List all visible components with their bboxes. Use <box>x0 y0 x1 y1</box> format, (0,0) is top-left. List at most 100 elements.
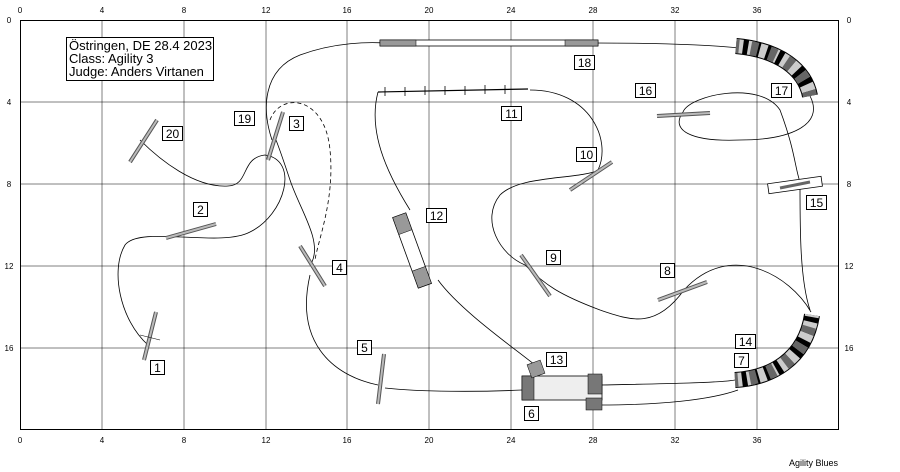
y-tick-right: 8 <box>847 180 852 189</box>
path-segment <box>529 89 603 171</box>
label-12: 12 <box>430 209 444 223</box>
top-axis: 0 4 8 12 16 20 24 28 32 36 <box>18 6 762 15</box>
label-20: 20 <box>166 127 180 141</box>
obstacle-jump-1 <box>139 311 161 361</box>
dog-path <box>117 42 814 406</box>
label-18: 18 <box>578 56 592 70</box>
obstacle-tunnel-6 <box>521 359 603 411</box>
y-tick-left: 4 <box>7 98 12 107</box>
obstacle-tunnel-7 <box>734 313 820 388</box>
label-box-13: 13 <box>546 352 567 367</box>
label-19: 19 <box>238 112 252 126</box>
path-segment <box>524 264 685 320</box>
label-box-2: 2 <box>193 202 208 217</box>
judge-line: Judge: Anders Virtanen <box>69 64 204 79</box>
y-tick-left: 16 <box>5 344 14 353</box>
x-tick-bottom: 36 <box>753 436 762 445</box>
left-axis: 0 4 8 12 16 <box>5 16 14 353</box>
x-tick-bottom: 16 <box>343 436 352 445</box>
label-1: 1 <box>154 361 161 375</box>
x-tick-bottom: 0 <box>18 436 23 445</box>
location-date: Östringen, DE 28.4 2023 <box>69 38 212 53</box>
path-segment <box>117 139 286 346</box>
y-tick-right: 12 <box>845 262 854 271</box>
label-box-5: 5 <box>357 340 372 355</box>
label-14: 14 <box>739 335 753 349</box>
x-tick-top: 0 <box>18 6 23 15</box>
x-tick-bottom: 24 <box>507 436 516 445</box>
label-8: 8 <box>664 264 671 278</box>
bottom-axis: 0 4 8 12 16 20 24 28 32 36 <box>18 436 762 445</box>
label-3: 3 <box>293 117 300 131</box>
path-segment <box>678 95 814 141</box>
obstacle-jump-10 <box>568 160 614 192</box>
right-axis: 0 4 8 12 16 <box>845 16 854 353</box>
obstacle-dogwalk-18 <box>379 39 599 47</box>
label-10: 10 <box>580 148 594 162</box>
path-dashed <box>269 102 332 261</box>
label-box-20: 20 <box>162 126 183 141</box>
path-segment <box>384 387 523 392</box>
x-tick-top: 4 <box>100 6 105 15</box>
obstacle-seesaw-12 <box>392 212 432 289</box>
path-segment <box>683 264 812 313</box>
x-tick-bottom: 12 <box>262 436 271 445</box>
label-box-14: 14 <box>735 334 756 349</box>
obstacle-jump-16 <box>656 111 711 118</box>
path-segment <box>682 92 801 183</box>
label-13: 13 <box>550 353 564 367</box>
label-4: 4 <box>336 261 343 275</box>
path-segment <box>491 169 601 266</box>
obstacle-jump-2 <box>165 222 217 240</box>
y-tick-right: 0 <box>847 16 852 25</box>
path-segment <box>594 42 741 49</box>
label-6: 6 <box>528 407 535 421</box>
label-2: 2 <box>197 203 204 217</box>
x-tick-bottom: 28 <box>589 436 598 445</box>
y-tick-right: 16 <box>845 344 854 353</box>
label-box-12: 12 <box>426 208 447 223</box>
path-segment <box>275 139 315 263</box>
path-segment <box>437 279 536 366</box>
x-tick-top: 28 <box>589 6 598 15</box>
label-box-15: 15 <box>806 195 827 210</box>
x-tick-bottom: 20 <box>425 436 434 445</box>
y-tick-right: 4 <box>847 98 852 107</box>
path-segment <box>599 389 739 406</box>
label-box-8: 8 <box>660 263 675 278</box>
label-box-18: 18 <box>574 55 595 70</box>
path-segment <box>799 185 811 311</box>
x-tick-bottom: 8 <box>182 436 187 445</box>
path-segment <box>266 42 386 141</box>
y-tick-left: 0 <box>7 16 12 25</box>
obstacle-tunnel-17 <box>735 38 818 98</box>
obstacle-jump-9 <box>519 253 552 298</box>
obstacle-jump-20 <box>128 118 159 164</box>
label-box-10: 10 <box>576 147 597 162</box>
x-tick-top: 16 <box>343 6 352 15</box>
course-info-box: Östringen, DE 28.4 2023 Class: Agility 3… <box>66 37 214 81</box>
x-tick-bottom: 32 <box>671 436 680 445</box>
credit-text: Agility Blues <box>789 458 839 468</box>
path-segment <box>306 274 379 386</box>
label-box-4: 4 <box>332 260 347 275</box>
label-11: 11 <box>505 107 518 121</box>
label-9: 9 <box>550 251 557 265</box>
class-line: Class: Agility 3 <box>69 51 154 66</box>
label-box-7: 7 <box>734 353 749 368</box>
label-box-19: 19 <box>234 111 255 126</box>
label-5: 5 <box>361 341 368 355</box>
label-box-16: 16 <box>635 83 656 98</box>
obstacle-jump-4 <box>298 244 327 288</box>
x-tick-top: 12 <box>262 6 271 15</box>
course-frame <box>20 20 839 430</box>
label-box-3: 3 <box>289 116 304 131</box>
label-box-1: 1 <box>150 360 165 375</box>
x-tick-top: 8 <box>182 6 187 15</box>
x-tick-bottom: 4 <box>100 436 105 445</box>
x-tick-top: 20 <box>425 6 434 15</box>
label-box-9: 9 <box>546 250 561 265</box>
obstacle-tire-15 <box>767 175 823 195</box>
grid-lines <box>20 20 839 430</box>
